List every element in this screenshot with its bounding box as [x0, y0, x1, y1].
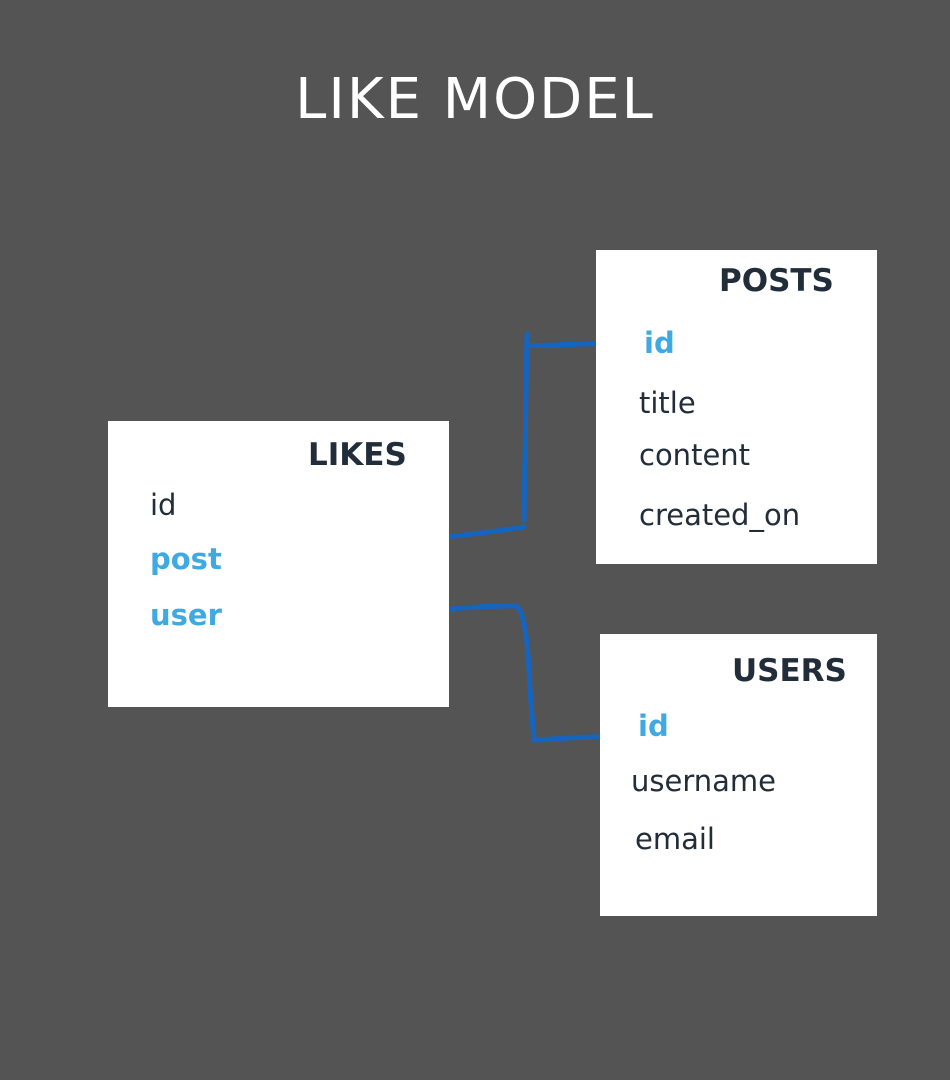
- users-field-id: id: [638, 709, 669, 743]
- posts-field-id: id: [644, 326, 675, 360]
- users-field-email: email: [635, 822, 715, 856]
- likes-table-title: LIKES: [308, 437, 407, 473]
- likes-field-post: post: [150, 542, 222, 576]
- diagram-title: LIKE MODEL: [295, 67, 655, 132]
- posts-field-title: title: [639, 386, 696, 420]
- likes-field-id: id: [150, 488, 177, 522]
- likes-field-user: user: [150, 598, 222, 632]
- users-table: USERS id username email: [600, 634, 877, 916]
- posts-field-created-on: created_on: [639, 498, 801, 532]
- users-table-title: USERS: [732, 653, 847, 689]
- posts-table: POSTS id title content created_on: [596, 250, 877, 564]
- likes-table: LIKES id post user: [108, 421, 449, 707]
- posts-field-content: content: [639, 438, 751, 472]
- posts-table-title: POSTS: [719, 263, 834, 299]
- users-field-username: username: [631, 764, 776, 798]
